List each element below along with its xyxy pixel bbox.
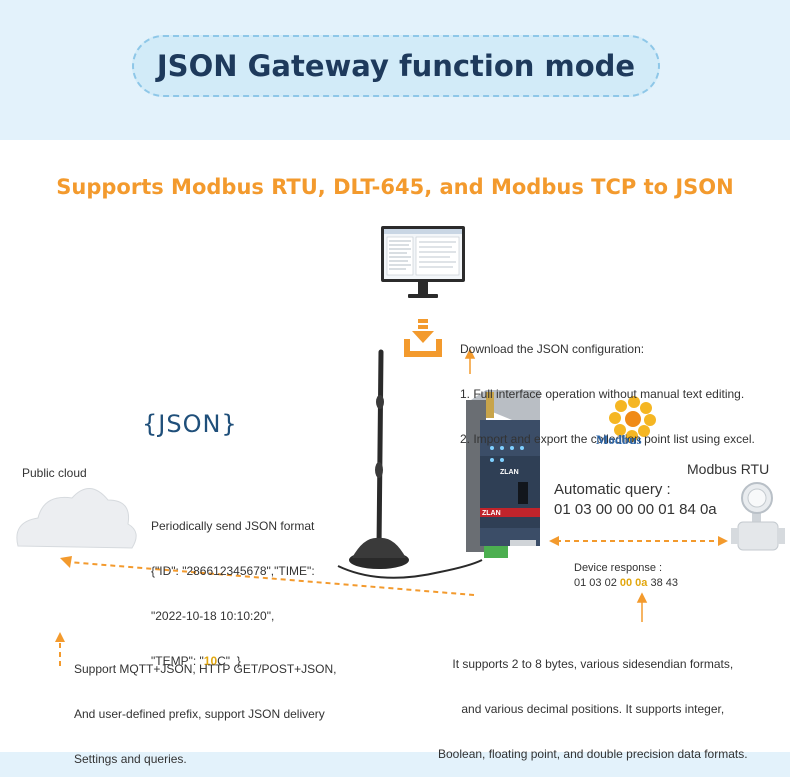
device-brand-label: ZLAN bbox=[482, 510, 501, 517]
temp-suffix: C" } bbox=[217, 654, 241, 668]
mqtt-line-3: Settings and queries. bbox=[74, 752, 187, 766]
data-formats-text: It supports 2 to 8 bytes, various sidese… bbox=[438, 627, 748, 777]
gateway-device bbox=[466, 390, 540, 558]
page-title: JSON Gateway function mode bbox=[156, 49, 636, 83]
cloud-icon bbox=[16, 488, 137, 549]
download-line-3: 2. Import and export the collection poin… bbox=[460, 432, 755, 446]
response-suffix: 38 43 bbox=[647, 577, 678, 589]
modbus-rtu-label: Modbus RTU bbox=[687, 461, 770, 477]
response-prefix: 01 03 02 bbox=[574, 577, 620, 589]
mqtt-support-text: Support MQTT+JSON, HTTP GET/POST+JSON, A… bbox=[74, 632, 337, 782]
mqtt-line-2: And user-defined prefix, support JSON de… bbox=[74, 707, 325, 721]
mqtt-line-1: Support MQTT+JSON, HTTP GET/POST+JSON, bbox=[74, 662, 337, 676]
download-line-2: 1. Full interface operation without manu… bbox=[460, 387, 745, 401]
formats-line-1: It supports 2 to 8 bytes, various sidese… bbox=[452, 657, 734, 671]
modbus-logo-icon bbox=[609, 396, 656, 442]
formats-line-3: Boolean, floating point, and double prec… bbox=[438, 747, 748, 761]
device-response-hex: 01 03 02 00 0a 38 43 bbox=[574, 576, 678, 591]
response-highlight: 00 0a bbox=[619, 577, 648, 589]
title-pill: JSON Gateway function mode bbox=[132, 35, 660, 97]
automatic-query-label: Automatic query : bbox=[554, 481, 671, 498]
periodic-heading: Periodically send JSON format bbox=[151, 519, 315, 533]
public-cloud-label: Public cloud bbox=[22, 466, 87, 480]
periodic-line-1: {"ID": "286612345678","TIME": bbox=[151, 564, 315, 578]
device-response-label: Device response : bbox=[574, 562, 663, 574]
device-response: Device response : 01 03 02 00 0a 38 43 bbox=[574, 561, 678, 591]
download-arrow-icon bbox=[404, 319, 442, 357]
flow-arrowheads bbox=[55, 536, 728, 642]
modbus-logo-text: Modbus bbox=[596, 432, 642, 447]
monitor-icon bbox=[381, 226, 465, 298]
device-face-label: ZLAN bbox=[500, 469, 519, 476]
footer-band bbox=[0, 752, 790, 777]
flow-meter-icon bbox=[731, 482, 785, 551]
page-subtitle: Supports Modbus RTU, DLT-645, and Modbus… bbox=[56, 175, 734, 199]
periodic-json-text: Periodically send JSON format {"ID": "28… bbox=[151, 489, 315, 684]
download-line-1: Download the JSON configuration: bbox=[460, 342, 645, 356]
temp-value: 10 bbox=[203, 654, 218, 668]
formats-line-2: and various decimal positions. It suppor… bbox=[461, 702, 725, 716]
automatic-query-hex: 01 03 00 00 00 01 84 0a bbox=[554, 501, 717, 518]
json-logo: {JSON} bbox=[142, 410, 238, 438]
temp-prefix: "TEMP": " bbox=[151, 654, 204, 668]
download-config-text: Download the JSON configuration: 1. Full… bbox=[460, 312, 755, 462]
pointer-arrows bbox=[464, 348, 648, 622]
flow-lines bbox=[59, 540, 720, 666]
periodic-line-2: "2022-10-18 10:10:20", bbox=[151, 609, 275, 623]
automatic-query: Automatic query : 01 03 00 00 00 01 84 0… bbox=[554, 480, 717, 520]
periodic-line-3: "TEMP": "10C" } bbox=[151, 654, 315, 669]
antenna-icon bbox=[337, 349, 483, 579]
